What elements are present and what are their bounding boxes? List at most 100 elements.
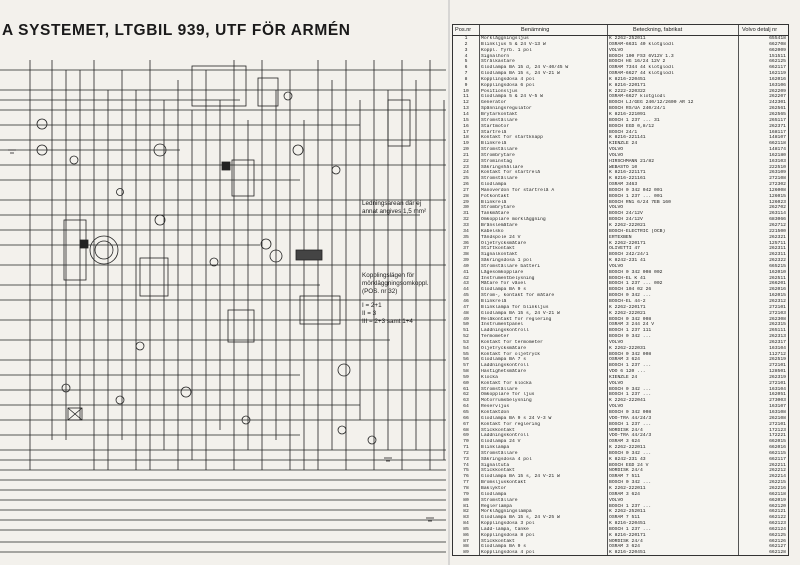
designation-cell: K 8216-220451 [609, 521, 646, 527]
pos-nr-cell: 9 [464, 82, 468, 88]
description-cell: Stickkontakt [481, 538, 515, 544]
description-cell: Laddningskontroll [481, 328, 529, 334]
pos-nr-cell: 16 [463, 123, 469, 129]
volvo-part-cell: 265111 [769, 328, 786, 334]
designation-cell: BOSCH 100 FS3 6V12V 1.3 [609, 53, 674, 59]
pos-nr-cell: 4 [464, 53, 468, 59]
designation-cell: VDO-TRA 44/24/3 [609, 433, 652, 439]
pos-nr-cell: 15 [463, 117, 469, 123]
description-cell: Instrumentbelysning [481, 275, 535, 281]
pos-nr-cell: 45 [463, 293, 469, 299]
pos-nr-cell: 38 [463, 252, 469, 258]
description-cell: Reläkontakt för reglering [481, 316, 552, 322]
designation-cell: BOSCH 0 342 008 002 [609, 269, 663, 275]
description-cell: Glödlampa BA 15 d, 24 V-40/45 W [481, 65, 569, 71]
designation-cell: K 8242-231 41 [609, 258, 646, 264]
designation-cell: BOSCH 1 237 ... [609, 392, 652, 398]
pos-nr-cell: 21 [463, 152, 469, 158]
pos-nr-cell: 80 [463, 497, 469, 503]
pos-nr-cell: 13 [463, 106, 469, 112]
volvo-part-cell: 262212 [769, 468, 786, 474]
volvo-part-cell: 262322 [769, 258, 786, 264]
description-cell: Signaltuta [481, 462, 510, 468]
volvo-part-cell: 662125 [769, 59, 786, 65]
volvo-part-cell: 662122 [769, 515, 786, 521]
pos-nr-cell: 27 [463, 187, 469, 193]
pos-nr-cell: 73 [463, 456, 469, 462]
designation-cell: VOLVO [609, 47, 624, 53]
description-cell: Ströminstag [481, 158, 512, 164]
designation-cell: BOSCH 0 342 008 [609, 351, 652, 357]
designation-cell: ERTEXBEN [609, 234, 632, 240]
designation-cell: K 2262-252011 [609, 509, 646, 515]
description-cell: Mörkläggningsljus [481, 36, 529, 41]
designation-cell: OLIVETTI 47 [609, 246, 640, 252]
description-cell: Blinkrelä [481, 141, 507, 147]
description-cell: Omkopplare mörkläggning [481, 217, 546, 223]
volvo-part-cell: 262108 [769, 415, 786, 421]
pos-nr-cell: 23 [463, 164, 469, 170]
volvo-part-cell: 262207 [769, 94, 786, 100]
volvo-part-cell: 262312 [769, 298, 786, 304]
description-cell: Kontakt för reglering [481, 421, 541, 427]
description-cell: Strömställare [481, 147, 518, 153]
pos-nr-cell: 3 [464, 47, 468, 53]
pos-nr-cell: 37 [463, 246, 469, 252]
description-cell: Strömställare [481, 117, 518, 123]
description-cell: Kopplingsdosa 8 pol [481, 532, 535, 538]
designation-cell: BOSCH 1 237 ... 001 [609, 193, 663, 199]
designation-cell: K 2262-222011 [609, 485, 646, 491]
designation-cell: KIENZLE 24 [609, 141, 638, 147]
volvo-part-cell: 662117 [769, 456, 786, 462]
pos-nr-cell: 5 [464, 59, 468, 65]
description-cell: Tankmätare [481, 211, 510, 217]
pos-nr-cell: 85 [463, 526, 469, 532]
volvo-part-cell: 151511 [769, 53, 786, 59]
note-line: Ledningsarean där ej [362, 200, 422, 207]
description-cell: Klocka [481, 374, 498, 380]
pos-nr-cell: 76 [463, 474, 469, 480]
pos-nr-cell: 68 [463, 427, 469, 433]
designation-cell: BOSCH 1 237 ... [609, 526, 652, 532]
pos-nr-cell: 34 [463, 228, 469, 234]
designation-cell: BOSCH 1 237 ... 002 [609, 281, 663, 287]
pos-nr-cell: 41 [463, 269, 469, 275]
designation-cell: K 2262-222041 [609, 398, 646, 404]
description-cell: Kontaktdon [481, 410, 510, 415]
pos-nr-cell: 28 [463, 193, 469, 199]
designation-cell: NORDISK 24/4 [609, 427, 643, 433]
pos-nr-cell: 50 [463, 322, 469, 328]
volvo-part-cell: 272101 [769, 421, 786, 427]
volvo-part-cell: 662121 [769, 509, 786, 515]
volvo-part-cell: 263114 [769, 211, 786, 217]
wire-area-note: Ledningsarean där ej annat angives 1,5 m… [362, 200, 426, 216]
volvo-part-cell: 148174 [769, 147, 786, 153]
description-cell: Omkopplare för ljus [481, 392, 535, 398]
designation-cell: OSRAM 7344 44 klotglödl [609, 65, 674, 71]
designation-cell: K 8216-221171 [609, 170, 646, 176]
volvo-part-cell: 162016 [769, 76, 786, 82]
description-cell: Lägesomkopplare [481, 269, 524, 275]
designation-cell: OSRAM 3 624 [609, 357, 640, 363]
volvo-part-cell: 262712 [769, 223, 786, 228]
